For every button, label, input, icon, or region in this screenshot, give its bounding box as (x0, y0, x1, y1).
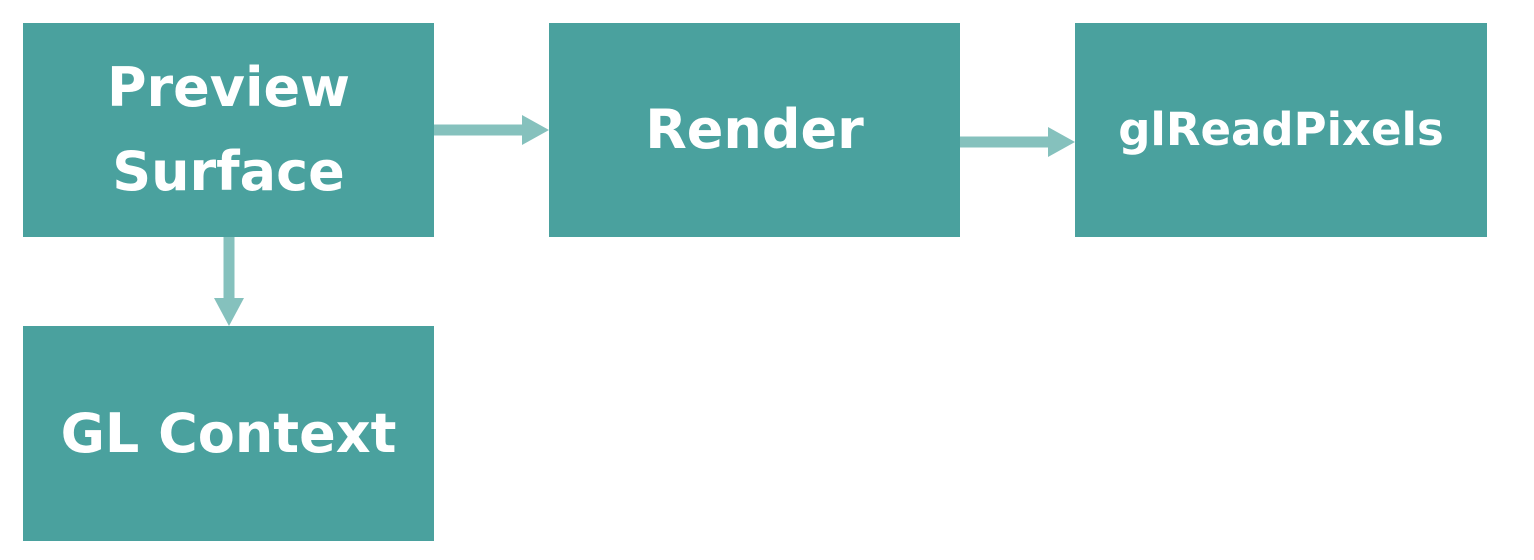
arrow-preview-to-context (214, 237, 244, 326)
node-preview-surface-label: Preview Surface (106, 56, 351, 203)
arrow-preview-to-render (434, 115, 549, 145)
arrow-render-to-readpixels (960, 127, 1075, 157)
node-gl-read-pixels-label: glReadPixels (1118, 103, 1444, 156)
node-gl-read-pixels: glReadPixels (1075, 23, 1487, 237)
node-gl-context-label: GL Context (60, 401, 397, 465)
node-render-label: Render (645, 98, 864, 161)
node-render: Render (549, 23, 960, 237)
node-preview-surface: Preview Surface (23, 23, 434, 237)
node-gl-context: GL Context (23, 326, 434, 541)
